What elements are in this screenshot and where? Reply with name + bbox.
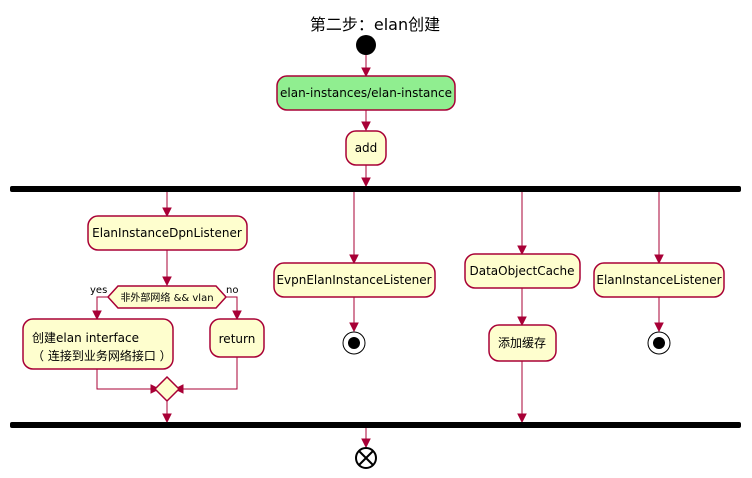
arrowhead [361, 121, 371, 132]
branch-yes-label: yes [90, 285, 107, 296]
arrowhead [232, 310, 242, 321]
edge-condition-no [226, 296, 238, 315]
arrowhead [517, 316, 527, 327]
arrowhead [361, 177, 371, 188]
activity-create-line1: 创建elan interface [32, 331, 139, 345]
arrowhead [517, 245, 527, 256]
activity-return: return [209, 318, 265, 358]
activity-data-object-cache: DataObjectCache [464, 253, 581, 289]
decision-condition-label: 非外部网络 && vlan [120, 291, 213, 304]
activity-elan-listener: ElanInstanceListener [593, 262, 725, 298]
activity-add-label: add [355, 141, 378, 155]
activity-elan-listener-label: ElanInstanceListener [596, 273, 721, 287]
activity-dpn-listener: ElanInstanceDpnListener [87, 215, 248, 251]
flow-final-node [355, 447, 377, 469]
activity-dpn-listener-label: ElanInstanceDpnListener [92, 226, 242, 240]
edge-return-merge [179, 357, 238, 390]
arrowhead [162, 413, 172, 424]
end-node-evpn [342, 331, 366, 355]
edge-condition-yes [96, 296, 108, 315]
activity-return-label: return [219, 332, 256, 346]
activity-add: add [345, 130, 387, 166]
end-node-elan [647, 331, 671, 355]
arrowhead [361, 67, 371, 78]
activity-evpn-listener: EvpnElanInstanceListener [273, 262, 436, 298]
decision-condition: 非外部网络 && vlan [106, 285, 228, 309]
arrowhead [349, 254, 359, 265]
activity-add-cache: 添加缓存 [488, 324, 557, 362]
arrowhead [349, 322, 359, 333]
diagram-title: 第二步：elan创建 [310, 15, 440, 34]
arrowhead [654, 254, 664, 265]
activity-data-object-cache-label: DataObjectCache [469, 264, 574, 278]
arrowhead [517, 413, 527, 424]
edge-create-merge [96, 369, 155, 390]
start-node [356, 35, 376, 55]
fork-bar [10, 186, 741, 192]
branch-no-label: no [226, 285, 238, 296]
arrowhead [92, 310, 102, 321]
arrowhead [162, 276, 172, 287]
activity-elan-instances: elan-instances/elan-instance [276, 75, 456, 111]
activity-add-cache-label: 添加缓存 [498, 336, 546, 350]
activity-create-elan-interface: 创建elan interface （ 连接到业务网络接口 ） [22, 318, 174, 370]
arrowhead [361, 438, 371, 449]
activity-create-line2: （ 连接到业务网络接口 ） [32, 348, 172, 363]
join-bar [10, 422, 741, 428]
merge-diamond [153, 375, 181, 403]
activity-elan-instances-label: elan-instances/elan-instance [280, 86, 452, 100]
arrowhead [162, 207, 172, 218]
activity-evpn-listener-label: EvpnElanInstanceListener [276, 273, 431, 287]
arrowhead [654, 322, 664, 333]
